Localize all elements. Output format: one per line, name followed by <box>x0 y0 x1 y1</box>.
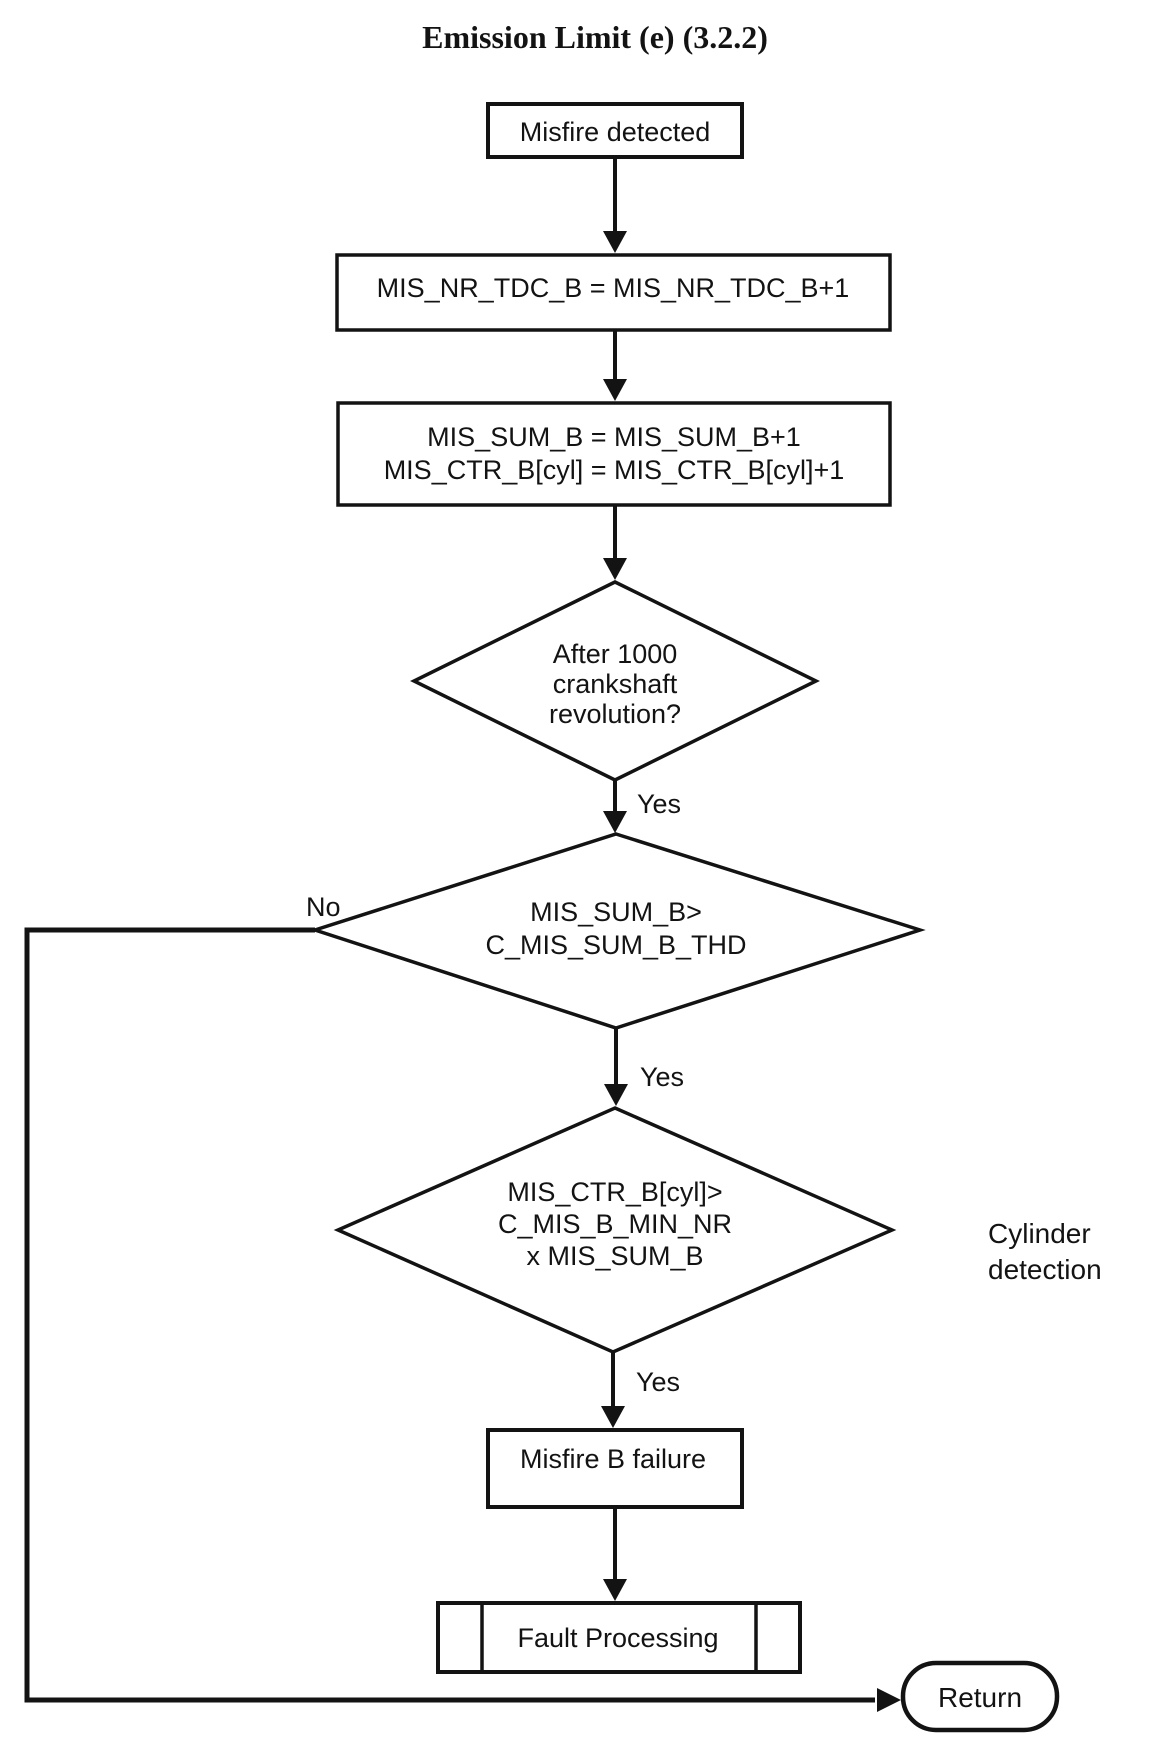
connector-failure-to-fault <box>603 1507 627 1601</box>
node-sum-threshold-line2: C_MIS_SUM_B_THD <box>485 930 746 960</box>
node-increment-counters: MIS_SUM_B = MIS_SUM_B+1 MIS_CTR_B[cyl] =… <box>336 401 892 507</box>
annotation-cylinder-detection: Cylinder detection <box>988 1218 1102 1285</box>
node-ctr-threshold-decision: MIS_CTR_B[cyl]> C_MIS_B_MIN_NR x MIS_SUM… <box>333 1106 897 1354</box>
node-misfire-detected-label: Misfire detected <box>520 117 711 147</box>
annotation-cylinder-line1: Cylinder <box>988 1218 1091 1249</box>
node-sum-threshold-line1: MIS_SUM_B> <box>530 897 702 927</box>
connector-ctr-yes <box>601 1352 625 1428</box>
arrowhead-right <box>877 1688 901 1712</box>
node-increment-counters-line2: MIS_CTR_B[cyl] = MIS_CTR_B[cyl]+1 <box>384 455 845 485</box>
connector-tdc-to-counters <box>603 330 627 401</box>
node-increment-tdc: MIS_NR_TDC_B = MIS_NR_TDC_B+1 <box>335 253 892 332</box>
connector-counters-to-after1000 <box>603 505 627 580</box>
arrowhead-down <box>601 1406 625 1428</box>
arrowhead-down <box>603 1579 627 1601</box>
node-ctr-threshold-line1: MIS_CTR_B[cyl]> <box>507 1177 722 1207</box>
node-after-1000-line3: revolution? <box>549 699 681 729</box>
node-fault-processing: Fault Processing <box>436 1601 802 1674</box>
connector-start-to-tdc <box>603 157 627 253</box>
arrowhead-down <box>603 811 627 833</box>
connector-after1000-yes <box>603 780 627 833</box>
node-after-1000-line1: After 1000 <box>553 639 678 669</box>
arrowhead-down <box>603 379 627 401</box>
connector-no-to-return <box>24 927 901 1712</box>
diagram-title: Emission Limit (e) (3.2.2) <box>422 19 768 55</box>
node-ctr-threshold-line3: x MIS_SUM_B <box>526 1241 703 1271</box>
node-return: Return <box>900 1660 1060 1733</box>
annotation-cylinder-line2: detection <box>988 1254 1102 1285</box>
arrowhead-down <box>603 558 627 580</box>
node-misfire-b-failure: Misfire B failure <box>486 1428 744 1509</box>
node-increment-counters-line1: MIS_SUM_B = MIS_SUM_B+1 <box>427 422 801 452</box>
edge-label-no: No <box>306 892 341 922</box>
node-fault-processing-label: Fault Processing <box>517 1623 718 1653</box>
arrowhead-down <box>603 231 627 253</box>
node-sum-threshold-decision: MIS_SUM_B> C_MIS_SUM_B_THD <box>309 832 926 1030</box>
node-increment-tdc-label: MIS_NR_TDC_B = MIS_NR_TDC_B+1 <box>377 273 850 303</box>
edge-label-yes-1: Yes <box>637 789 681 819</box>
node-misfire-detected: Misfire detected <box>486 102 744 159</box>
node-ctr-threshold-line2: C_MIS_B_MIN_NR <box>498 1209 732 1239</box>
node-return-label: Return <box>938 1682 1022 1713</box>
arrowhead-down <box>604 1084 628 1106</box>
node-misfire-b-failure-label: Misfire B failure <box>520 1444 706 1474</box>
edge-label-yes-3: Yes <box>636 1367 680 1397</box>
node-after-1000-line2: crankshaft <box>553 669 678 699</box>
node-after-1000-decision: After 1000 crankshaft revolution? <box>410 580 820 782</box>
connector-sum-yes <box>604 1028 628 1106</box>
edge-label-yes-2: Yes <box>640 1062 684 1092</box>
